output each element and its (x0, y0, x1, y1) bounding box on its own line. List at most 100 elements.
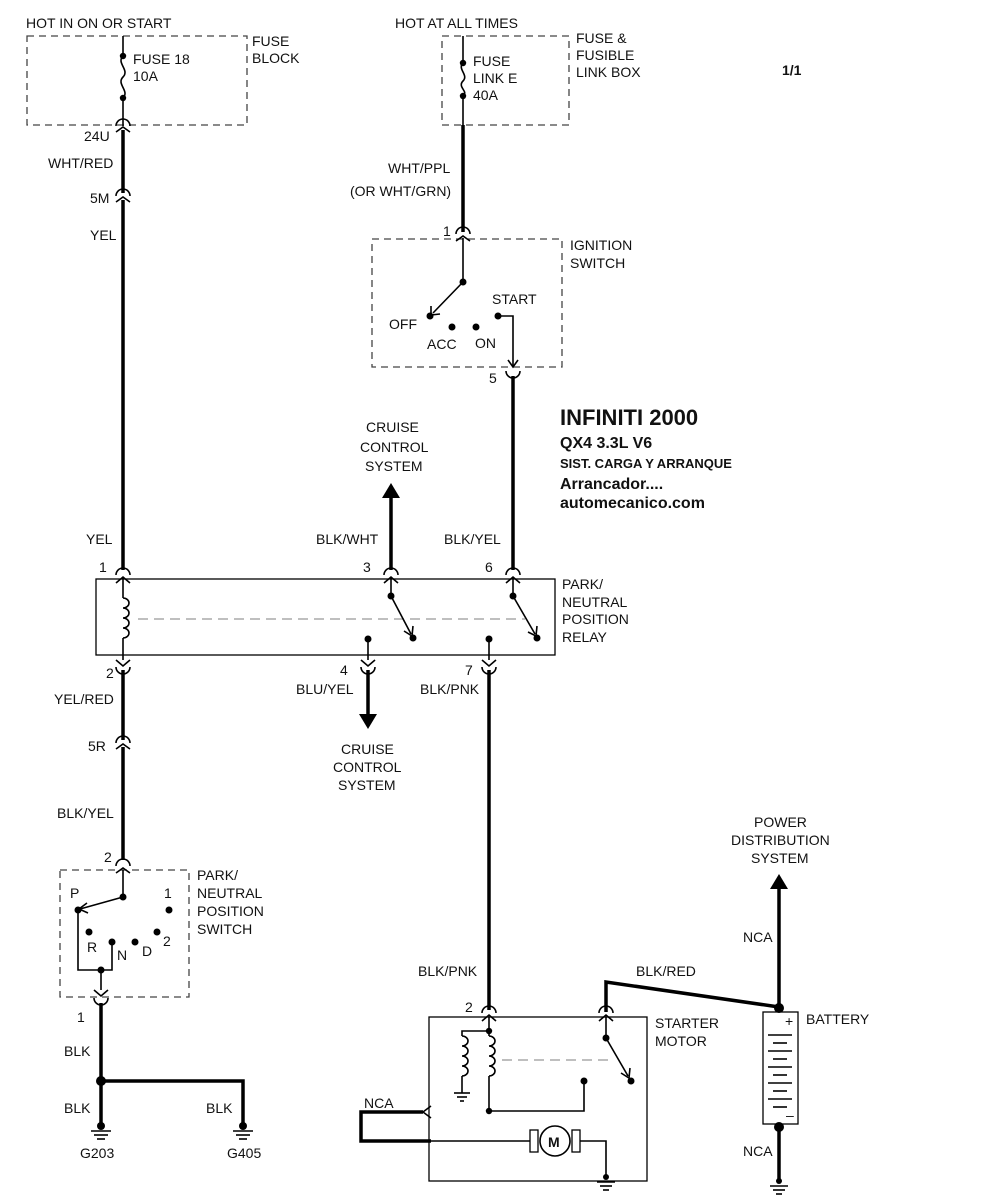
ground-g203-label: G203 (80, 1145, 114, 1161)
fuse-link-box-label-1: FUSE & (576, 30, 627, 46)
hot-run-start-label: HOT IN ON OR START (26, 15, 172, 31)
cruise-bottom-arrow-icon (359, 714, 377, 729)
fuse-18-icon (120, 55, 126, 99)
starter-motor-box (428, 1016, 648, 1182)
battery-label: BATTERY (806, 1011, 870, 1027)
pn-switch-1-contact (165, 906, 173, 914)
pn-switch-label-4: SWITCH (197, 921, 252, 937)
title-system: SIST. CARGA Y ARRANQUE (560, 456, 732, 471)
ignition-start-label: START (492, 291, 537, 307)
relay-label-2: NEUTRAL (562, 594, 628, 610)
ignition-on-label: ON (475, 335, 496, 351)
wire-wht-ppl-label: WHT/PPL (388, 160, 450, 176)
ignition-connector-1-icon (455, 226, 471, 235)
cruise-bottom-label-2: CONTROL (333, 759, 402, 775)
ignition-off-contact (426, 312, 434, 320)
relay-connector-3-icon (383, 567, 399, 576)
wire-yel-upper-label: YEL (90, 227, 117, 243)
fuse18-rating: 10A (133, 68, 159, 84)
wire-wht-red-label: WHT/RED (48, 155, 113, 171)
connector-5r-label: 5R (88, 738, 106, 754)
relay-pin-2: 2 (106, 665, 114, 681)
relay-label-4: RELAY (562, 629, 608, 645)
fuse-link-box-label-2: FUSIBLE (576, 47, 634, 63)
starter-motor-symbol: M (548, 1134, 560, 1150)
relay-switch-a-arm (390, 595, 412, 635)
connector-5m-icon (115, 188, 131, 197)
relay-connector-1-icon (115, 567, 131, 576)
pn-switch-n-label: N (117, 947, 127, 963)
ground-g405-label: G405 (227, 1145, 261, 1161)
cruise-top-label-2: CONTROL (360, 439, 429, 455)
connector-5m-label: 5M (90, 190, 109, 206)
starter-motor-icon (539, 1125, 571, 1157)
wire-blu-yel-label: BLU/YEL (296, 681, 354, 697)
fusible-link-e-icon (460, 62, 466, 96)
wire-blk-2-label: BLK (64, 1100, 91, 1116)
relay-pin-1: 1 (99, 559, 107, 575)
ignition-switch-label-2: SWITCH (570, 255, 625, 271)
ignition-acc-label: ACC (427, 336, 457, 352)
pn-switch-1-label: 1 (164, 885, 172, 901)
title-model: QX4 3.3L V6 (560, 435, 652, 452)
pn-switch-2-label: 2 (163, 933, 171, 949)
pn-relay-box (95, 578, 556, 656)
starter-battery-connector-icon (598, 1005, 614, 1014)
battery-minus: – (786, 1107, 794, 1123)
pn-switch-pin-2: 2 (104, 849, 112, 865)
title-site: automecanico.com (560, 495, 705, 512)
relay-label-3: POSITION (562, 611, 629, 627)
wire-blk-pnk-low-label: BLK/PNK (418, 963, 478, 979)
relay-coil-icon (122, 597, 130, 639)
relay-connector-6-icon (505, 567, 521, 576)
cruise-top-label-1: CRUISE (366, 419, 419, 435)
relay-pin-6: 6 (485, 559, 493, 575)
starter-nca-connector-icon (421, 1105, 432, 1119)
ignition-contact-arm (432, 281, 464, 314)
power-dist-label-2: DISTRIBUTION (731, 832, 830, 848)
starter-solenoid-contact-arm (605, 1037, 629, 1077)
starter-label-2: MOTOR (655, 1033, 707, 1049)
pn-switch-r-contact (85, 928, 93, 936)
relay-label-1: PARK/ (562, 576, 603, 592)
pn-switch-connector-2-icon (115, 858, 131, 867)
pn-switch-p-label: P (70, 885, 79, 901)
fuse-link-e-label-1: FUSE (473, 53, 510, 69)
connector-24u-icon (115, 118, 131, 127)
starter-pull-coil-icon (488, 1035, 496, 1077)
wire-wht-grn-label: (OR WHT/GRN) (350, 183, 451, 199)
relay-switch-b-arm (512, 595, 536, 635)
ignition-switch-box (371, 238, 563, 368)
power-dist-label-3: SYSTEM (751, 850, 809, 866)
wire-nca-top-label: NCA (743, 929, 773, 945)
ignition-switch-label-1: IGNITION (570, 237, 632, 253)
pn-switch-2-contact (153, 928, 161, 936)
wire-blk-yel-low-label: BLK/YEL (57, 805, 114, 821)
pn-switch-r-label: R (87, 939, 97, 955)
wire-blk-wht-label: BLK/WHT (316, 531, 379, 547)
starter-hold-coil-icon (461, 1035, 469, 1077)
cruise-top-arrow-icon (382, 483, 400, 498)
power-dist-label-1: POWER (754, 814, 807, 830)
wire-blk-g405 (101, 1079, 245, 1125)
wire-nca-left-label: NCA (364, 1095, 394, 1111)
wire-blk-3-label: BLK (206, 1100, 233, 1116)
relay-pin-3: 3 (363, 559, 371, 575)
fuse-block-label-1: FUSE (252, 33, 289, 49)
cruise-top-label-3: SYSTEM (365, 458, 423, 474)
fuse-link-e-label-2: LINK E (473, 70, 517, 86)
battery-cells-icon (768, 1034, 792, 1108)
ignition-on-contact (472, 323, 480, 331)
wire-yel-red-label: YEL/RED (54, 691, 114, 707)
title-component: Arrancador.... (560, 476, 663, 493)
page-label: 1/1 (782, 62, 802, 78)
cruise-bottom-label-3: SYSTEM (338, 777, 396, 793)
title-brand: INFINITI 2000 (560, 405, 698, 430)
pn-switch-d-label: D (142, 943, 152, 959)
ignition-pin-1: 1 (443, 223, 451, 239)
relay-pin-4: 4 (340, 662, 348, 678)
wire-blk-red-label: BLK/RED (636, 963, 696, 979)
pn-switch-label-2: NEUTRAL (197, 885, 263, 901)
starter-connector-2-icon (481, 1005, 497, 1014)
